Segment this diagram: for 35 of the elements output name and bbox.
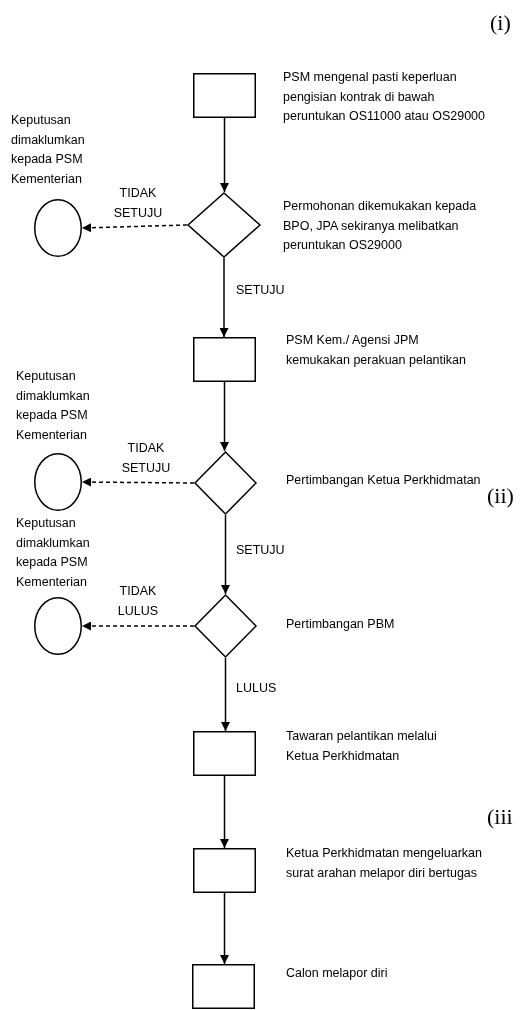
section-numeral: (iii xyxy=(487,804,513,830)
arrow xyxy=(221,657,230,732)
process-box xyxy=(193,337,256,382)
terminal-circle xyxy=(34,199,82,257)
outcome-note: Keputusan dimaklumkan kepada PSM Kementerian xyxy=(11,112,86,188)
process-box xyxy=(193,73,256,118)
arrow xyxy=(220,775,229,849)
terminal-circle xyxy=(34,597,82,655)
arrow xyxy=(220,117,229,193)
step-description: Pertimbangan PBM xyxy=(286,616,396,633)
step-description: Tawaran pelantikan melalui Ketua Perkhidmatan xyxy=(286,728,438,765)
section-numeral: (i) xyxy=(490,10,511,36)
section-numeral: (ii) xyxy=(487,483,514,509)
decision-diamond xyxy=(187,192,261,258)
step-description: Permohonan dikemukakan kepada BPO, JPA sekiranya melibatkan peruntukan OS29000 xyxy=(283,198,478,254)
outcome-note: Keputusan dimaklumkan kepada PSM Kementerian xyxy=(16,368,91,444)
terminal-circle xyxy=(34,453,82,511)
arrow xyxy=(81,477,195,487)
arrow xyxy=(220,892,229,965)
process-box xyxy=(193,848,256,893)
step-description: Ketua Perkhidmatan mengeluarkan surat arahan melapor diri bertugas xyxy=(286,845,483,882)
decision-diamond xyxy=(194,594,257,658)
step-description: PSM Kem./ Agensi JPM kemukakan perakuan pelantikan xyxy=(286,332,467,369)
arrow xyxy=(81,223,188,233)
arrow xyxy=(219,257,229,338)
step-description: Calon melapor diri xyxy=(286,965,389,982)
process-box xyxy=(193,731,256,776)
arrow xyxy=(221,514,230,595)
process-box xyxy=(192,964,255,1009)
outcome-note: Keputusan dimaklumkan kepada PSM Kementerian xyxy=(16,515,91,591)
arrow xyxy=(81,621,195,631)
step-description: PSM mengenal pasti keperluan pengisian kontrak di bawah peruntukan OS11000 atau OS29000 xyxy=(283,69,486,125)
arrow xyxy=(220,381,229,452)
decision-diamond xyxy=(194,451,257,515)
step-description: Pertimbangan Ketua Perkhidmatan xyxy=(286,472,482,489)
